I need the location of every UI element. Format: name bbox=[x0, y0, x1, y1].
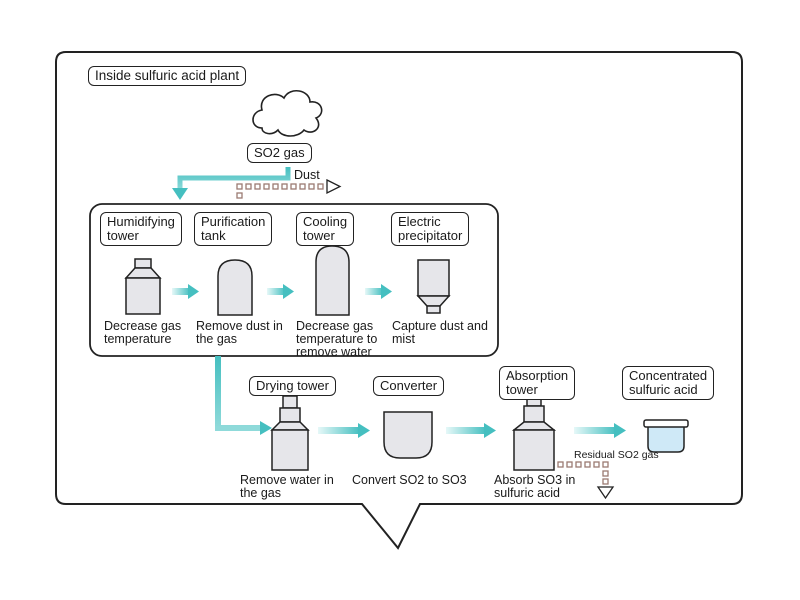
residual-so2-label: Residual SO2 gas bbox=[574, 449, 659, 461]
stage-label-electric-precipitator: Electric precipitator bbox=[391, 212, 470, 246]
drying-tower-icon bbox=[270, 395, 310, 471]
stage-caption-drying-tower: Remove water in the gas bbox=[240, 473, 334, 500]
cooling-tower-icon bbox=[315, 245, 350, 316]
stage-label-cooling-tower: Cooling tower bbox=[296, 212, 355, 246]
stage-label-converter: Converter bbox=[373, 376, 445, 396]
flow-arrows-top bbox=[172, 284, 392, 299]
so2-gas-label: SO2 gas bbox=[247, 143, 312, 163]
humidifying-tower-icon bbox=[124, 258, 162, 315]
cloud-icon bbox=[252, 90, 323, 137]
flow-arrow-to-drying bbox=[215, 356, 262, 431]
flow-arrow-to-drying-head bbox=[260, 421, 272, 435]
converter-icon bbox=[383, 411, 433, 459]
flow-arrow-so2-in bbox=[177, 167, 291, 190]
dust-arrow bbox=[236, 178, 342, 199]
acid-beaker-icon bbox=[643, 419, 689, 453]
stage-caption-electric-precipitator: Capture dust and mist bbox=[392, 319, 488, 346]
flow-arrows-bottom bbox=[318, 423, 626, 438]
stage-caption-humidifying-tower: Decrease gas temperature bbox=[104, 319, 182, 346]
stage-label-concentrated-sulfuric-acid: Concentrated sulfuric acid bbox=[622, 366, 715, 400]
stage-label-humidifying-tower: Humidifying tower bbox=[100, 212, 182, 246]
residual-so2-arrow bbox=[557, 461, 615, 500]
stage-caption-converter: Convert SO2 to SO3 bbox=[352, 473, 467, 487]
purification-tank-icon bbox=[217, 259, 253, 316]
dust-label: Dust bbox=[294, 168, 320, 182]
absorption-tower-icon bbox=[511, 395, 557, 471]
stage-label-absorption-tower: Absorption tower bbox=[499, 366, 576, 400]
plant-title: Inside sulfuric acid plant bbox=[88, 66, 247, 86]
stage-caption-purification-tank: Remove dust in the gas bbox=[196, 319, 283, 346]
stage-label-drying-tower: Drying tower bbox=[249, 376, 336, 396]
stage-caption-cooling-tower: Decrease gas temperature to remove water bbox=[296, 319, 378, 359]
electric-precipitator-icon bbox=[416, 259, 451, 314]
stage-label-purification-tank: Purification tank bbox=[194, 212, 273, 246]
flow-arrow-so2-in-head bbox=[172, 188, 188, 200]
stage-caption-absorption-tower: Absorb SO3 in sulfuric acid bbox=[494, 473, 576, 500]
